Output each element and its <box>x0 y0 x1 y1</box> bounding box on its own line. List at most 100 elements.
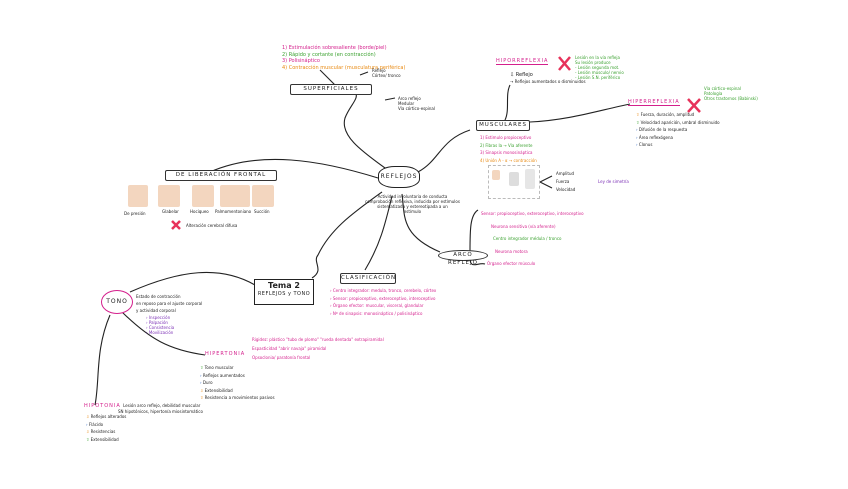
arrow-up-icon: ⇧ <box>200 395 204 400</box>
tono-list: › Inspección › Palpación › Consistencia … <box>146 315 175 335</box>
arco-list: Sensor: propioceptivo, exteroceptivo, in… <box>481 208 584 271</box>
caption-succion: Succión <box>254 209 270 214</box>
arrow-down-icon: ⇩ <box>86 414 90 419</box>
node-arco-reflejo: ARCO REFLEJO <box>438 250 488 266</box>
hiper-items: Vía córtico-espinal Patología Otros tras… <box>704 86 758 101</box>
hipertonia-list-5: Resistencia a movimientos pasivos <box>204 395 275 400</box>
node-hipotonia: HIPOTONIA Lesión arco reflejo, debilidad… <box>84 403 200 409</box>
chevron-right-icon: › <box>636 127 638 132</box>
liberacion-note: Alteración cerebral difusa <box>186 223 238 228</box>
node-superficiales: SUPERFICIALES <box>290 84 372 95</box>
node-reflejos: REFLEJOS <box>378 166 420 188</box>
hiper-list-2: Velocidad aparición, umbral disminuido <box>640 119 720 125</box>
reflejos-desc-2: comprobación reflexiva, inducida por est… <box>365 199 460 204</box>
hipertonia-list-2: Reflejos aumentados <box>202 372 245 378</box>
hipo-item-3: - Lesión segunda mot. <box>575 65 620 70</box>
hipertonia-type-1: Rigidez: plástico "tubo de plomo" "rueda… <box>252 337 384 342</box>
superficiales-item-3: 3) Polisináptico <box>282 58 320 64</box>
node-tono: TONO <box>101 290 133 314</box>
musculares-item-3: 3) Sinapsis monosináptica <box>480 150 533 155</box>
succion-image <box>252 185 274 207</box>
tema-title: Tema 2 <box>268 281 300 290</box>
hipo-items: Lesión en la vía refleja Su lesión produ… <box>575 55 624 80</box>
hipertonia-list: ⇧ Tono muscular › Reflejos aumentados › … <box>200 364 275 402</box>
arrow-up-icon: ⇧ <box>636 119 640 125</box>
musculares-item-2: 2) Fibras Ia → Vía aferente <box>480 142 533 148</box>
palmomentoniano-image <box>220 185 250 207</box>
arrow-right-icon: → <box>510 78 514 84</box>
arco-item-4: Neurona motora <box>495 248 528 254</box>
hipertonia-type-3: Opsoclonia/ paratonía frontal <box>252 355 311 360</box>
hipo-below: ⇩ Reflejo → Reflejos aumentados o dismin… <box>510 72 586 84</box>
node-hiperreflexia: HIPERREFLEXIA <box>628 99 680 106</box>
arrow-up-icon: ⇧ <box>86 436 90 442</box>
clasificacion-item-1-text: Centro integrador: medula, tronco, cereb… <box>332 288 437 293</box>
hipotonia-list-3: Resistencias <box>90 429 116 434</box>
hiper-list-4: Área reflexógena <box>638 134 673 140</box>
hipo-below-2: Reflejos aumentados o disminuidos <box>514 78 586 84</box>
superficiales-down: Arco reflejo Medular Vía córtico-espinal <box>398 96 435 111</box>
hiper-x <box>687 98 701 113</box>
hipotonia-desc2: SN hipotónicos, hipertonía miosintomátic… <box>118 409 203 414</box>
node-hiporreflexia: HIPORREFLEXIA <box>496 58 549 65</box>
arco-item-5: Órgano efector músculo <box>487 261 536 266</box>
hipotonia-list-1: Reflejos alterados <box>90 414 127 419</box>
glabelar-image <box>158 185 180 207</box>
node-tema: Tema 2 REFLEJOS y TONO <box>254 279 314 305</box>
tema-subtitle: REFLEJOS y TONO <box>257 291 311 297</box>
arco-item-2: Neurona sensitiva (vía aferente) <box>491 223 556 229</box>
hiper-item-1: Vía córtico-espinal <box>704 86 741 91</box>
node-liberacion-frontal: DE LIBERACIÓN FRONTAL <box>165 170 277 181</box>
arrow-up-icon: ⇧ <box>200 365 204 370</box>
reflejos-desc-3: sistematizada y estereotipada a un <box>377 204 448 209</box>
tono-list-2: Palpación <box>148 320 168 325</box>
superficiales-side: Reflejo Córtex/ tronco <box>372 68 401 78</box>
tono-desc-3: y actividad corporal <box>136 308 176 313</box>
hipertonia-label: HIPERTONIA <box>205 351 246 357</box>
tono-desc: Estado de contracción en reposo para el … <box>136 293 202 314</box>
superficiales-side-2: Córtex/ tronco <box>372 73 401 78</box>
hipotonia-list: ⇩ Reflejos alterados › Flácido ⇩ Resiste… <box>86 413 126 443</box>
superficiales-item-2: 2) Rápido y cortante (en contracción) <box>282 51 376 58</box>
hipertonia-list-3: Duro <box>202 380 213 385</box>
reflejos-description: Actividad involuntaria de conducta compr… <box>365 194 460 214</box>
superficiales-item-4: 4) Contracción muscular (musculatura per… <box>282 64 406 71</box>
hipo-x <box>558 56 571 71</box>
musculares-right-1: Amplitud <box>556 171 575 176</box>
hociqueo-image <box>192 185 214 207</box>
presion-image <box>128 185 148 207</box>
tono-desc-2: en reposo para el ajuste corporal <box>136 301 203 306</box>
superficiales-list: 1) Estimulación sobresaliente (borde/pie… <box>282 45 405 71</box>
musculares-item-4: 4) Unión A - α → contracción <box>480 157 537 163</box>
hiper-list-1: Fuerza, duración, amplitud <box>640 112 695 117</box>
node-musculares: MUSCULARES <box>476 120 530 131</box>
reflejos-desc-1: Actividad involuntaria de conducta <box>377 194 448 199</box>
tono-list-3: Consistencia <box>148 325 175 330</box>
chevron-right-icon: › <box>636 134 638 140</box>
hipotonia-list-2: Flácido <box>88 421 104 427</box>
hipotonia-desc: Lesión arco reflejo, debilidad muscular <box>123 403 201 408</box>
hipotonia-label: HIPOTONIA <box>84 403 121 409</box>
hipo-item-1: Lesión en la vía refleja <box>575 55 620 60</box>
musculares-list: 1) Estimulo propioceptivo 2) Fibras Ia →… <box>480 134 537 164</box>
hipertonia-types: Rigidez: plástico "tubo de plomo" "rueda… <box>252 335 384 362</box>
arrow-down-icon: ⇩ <box>200 387 204 393</box>
musculares-item-1: 1) Estimulo propioceptivo <box>480 135 532 140</box>
caption-presion: De presión <box>124 211 146 216</box>
hipertonia-list-1: Tono muscular <box>204 365 234 370</box>
chevron-right-icon: › <box>636 142 638 147</box>
hipo-item-4: - Lesión músculo/ nervio <box>575 70 624 75</box>
arrow-down-icon: ⇩ <box>510 72 515 78</box>
tono-desc-1: Estado de contracción <box>136 294 181 299</box>
clasificacion-list: › Centro integrador: medula, tronco, cer… <box>330 287 436 317</box>
superficiales-down-3: Vía córtico-espinal <box>398 106 435 111</box>
ley-simetria: Ley de simetría <box>598 179 629 184</box>
tono-list-4: Movilización <box>148 330 174 335</box>
reflex-sketches <box>488 165 540 199</box>
musculares-right-3: Velocidad <box>556 187 576 192</box>
arrow-down-icon: ⇩ <box>86 429 90 434</box>
reflejos-desc-4: estímulo <box>403 209 422 214</box>
liberacion-x <box>171 220 181 230</box>
arrow-up-icon: ⇧ <box>636 112 640 117</box>
